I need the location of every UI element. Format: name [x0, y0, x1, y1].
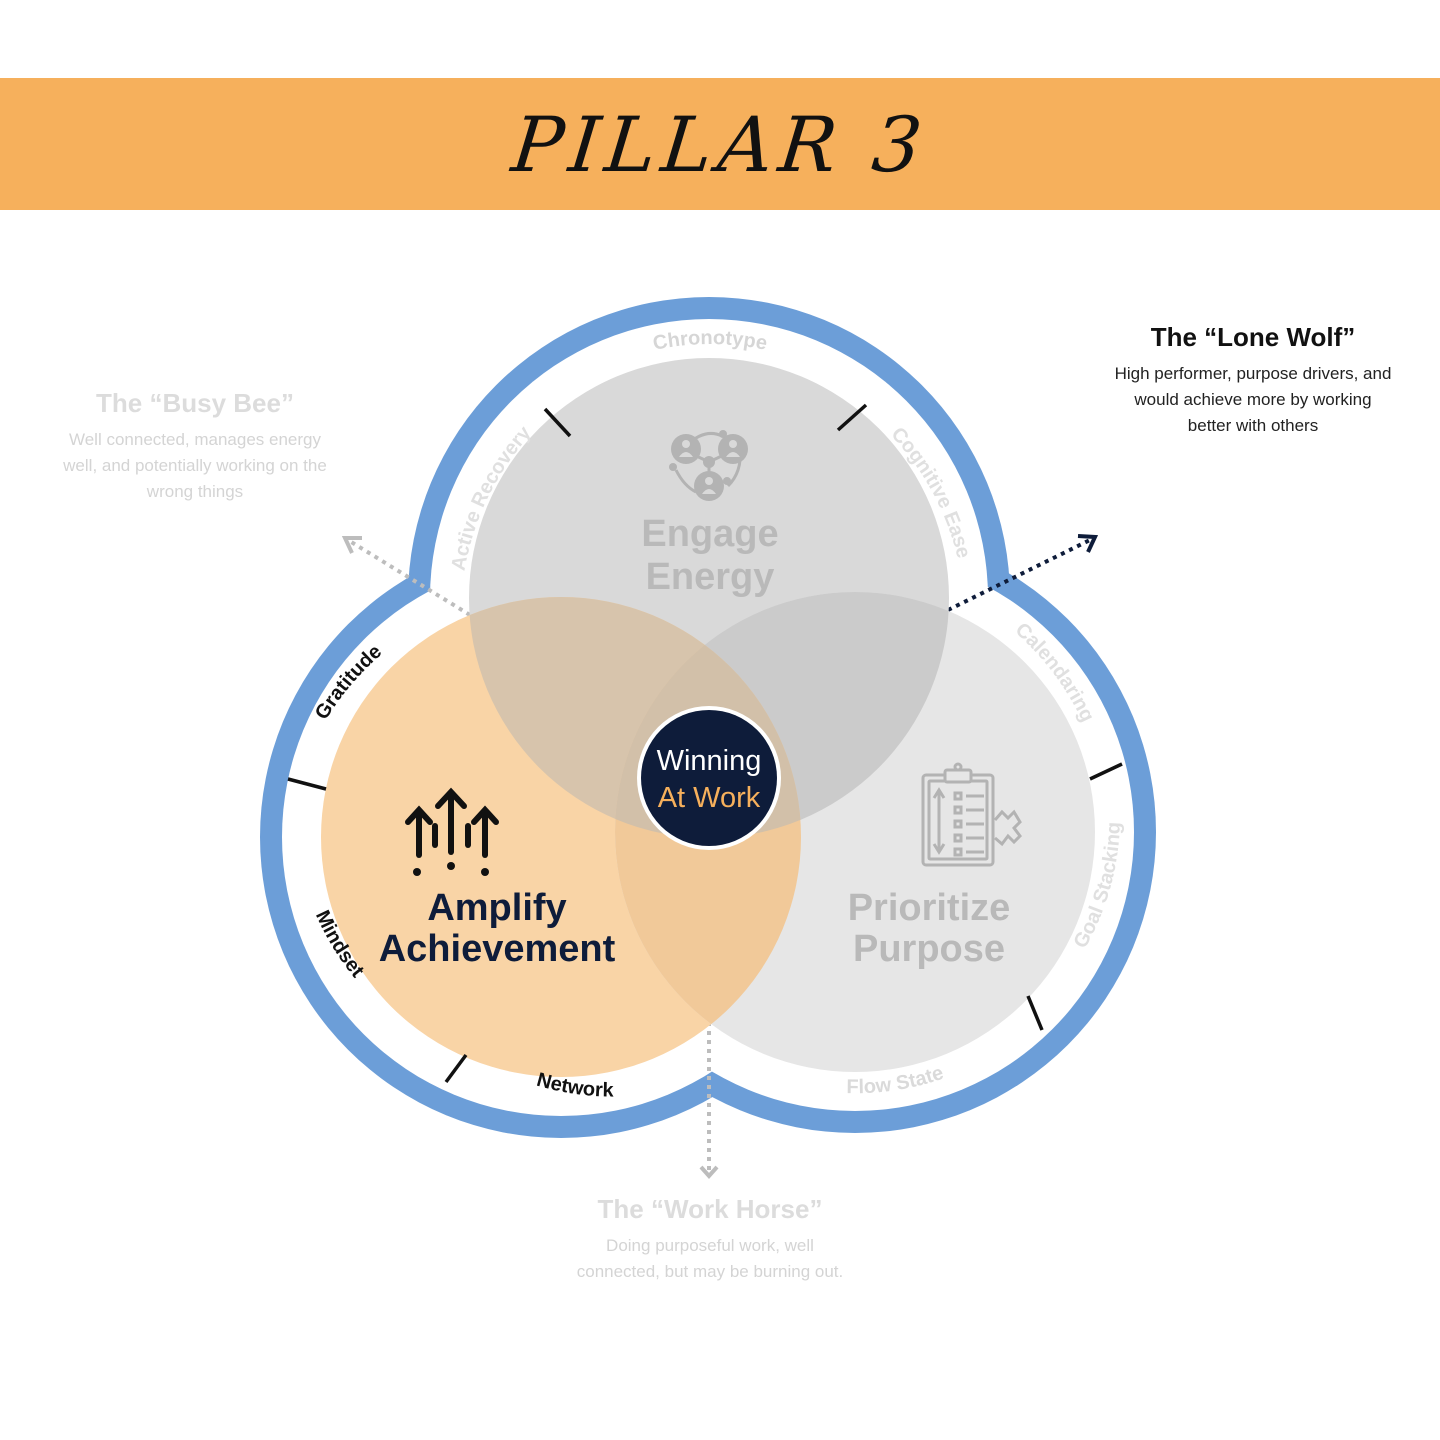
engage-title-line1: Engage — [641, 513, 778, 555]
lone-wolf-arrow — [947, 534, 1099, 612]
clipboard-checklist-gear-icon — [921, 762, 1022, 867]
persona-work-horse-line1: Doing purposeful work, well — [606, 1236, 814, 1255]
amplify-title-line1: Amplify — [427, 887, 566, 929]
persona-busy-bee-line3: wrong things — [146, 482, 244, 501]
center-line2: At Work — [658, 782, 761, 814]
network-people-icon — [669, 430, 748, 501]
persona-busy-bee-line1: Well connected, manages energy — [68, 430, 321, 449]
engage-title-line2: Energy — [646, 556, 775, 598]
rising-arrows-icon — [405, 787, 499, 876]
title-banner: PILLAR 3 — [0, 78, 1440, 210]
persona-lone-wolf-line3: better with others — [1187, 416, 1319, 435]
persona-work-horse-line2: connected, but may be burning out. — [576, 1262, 844, 1281]
winning-at-work-badge[interactable]: Winning At Work — [637, 706, 781, 850]
work-horse-arrow — [699, 1022, 719, 1180]
prioritize-title-line1: Prioritize — [848, 887, 1011, 929]
persona-busy-bee-title: The “Busy Bee” — [96, 388, 294, 418]
persona-busy-bee-line2: well, and potentially working on the — [63, 456, 327, 475]
persona-lone-wolf-line1: High performer, purpose drivers, and — [1114, 364, 1392, 383]
persona-work-horse-title: The “Work Horse” — [597, 1194, 823, 1224]
center-line1: Winning — [657, 745, 762, 777]
persona-lone-wolf-title: The “Lone Wolf” — [1150, 322, 1356, 352]
ring-dividers — [287, 403, 1123, 1084]
amplify-title-line2: Achievement — [379, 928, 616, 970]
busy-bee-arrow — [341, 536, 472, 617]
persona-lone-wolf: The “Lone Wolf” High performer, purpose … — [1080, 322, 1426, 439]
persona-busy-bee: The “Busy Bee” Well connected, manages e… — [30, 388, 360, 505]
prioritize-title-line2: Purpose — [853, 928, 1005, 970]
persona-work-horse: The “Work Horse” Doing purposeful work, … — [540, 1194, 880, 1285]
persona-lone-wolf-line2: would achieve more by working — [1134, 390, 1372, 409]
